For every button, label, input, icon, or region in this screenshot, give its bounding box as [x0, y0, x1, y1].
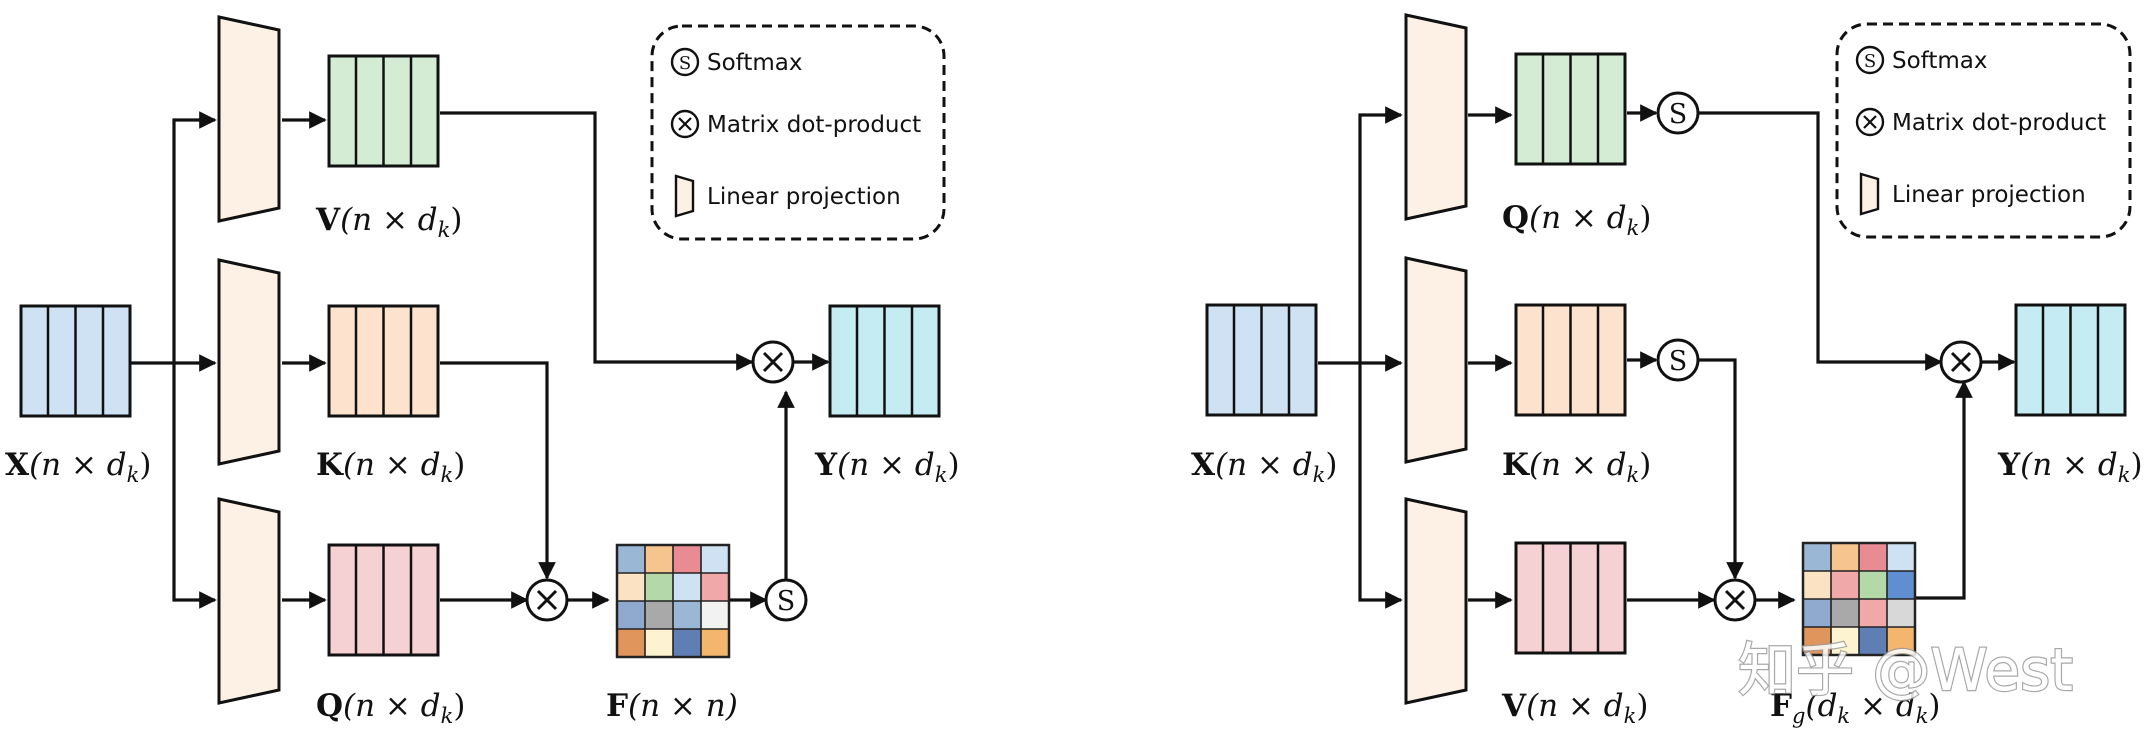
- left-input-x-label: X(n × dk): [5, 447, 152, 487]
- linear-projection-icon: [674, 174, 695, 218]
- svg-text:S: S: [1669, 99, 1688, 130]
- svg-text:Softmax: Softmax: [1892, 48, 1988, 74]
- left-linear-projection-mid: [217, 258, 281, 466]
- right-query-label: Q(n × dk): [1502, 200, 1651, 240]
- right-fg-label: Fg(dk × dk): [1770, 688, 1941, 728]
- right-output-y-matrix: [2014, 303, 2127, 417]
- left-legend: S Softmax Matrix dot-product Linear proj…: [650, 24, 946, 241]
- left-query-matrix: [327, 543, 440, 657]
- svg-text:S: S: [777, 586, 796, 617]
- right-softmax-node-k: S: [1656, 338, 1700, 382]
- softmax-icon: [670, 47, 700, 77]
- left-dot-product-lower: [525, 578, 569, 622]
- left-output-y-matrix: [828, 304, 941, 418]
- svg-text:Matrix dot-product: Matrix dot-product: [1892, 110, 2106, 136]
- left-value-matrix: [327, 54, 440, 168]
- svg-text:S: S: [1669, 346, 1688, 377]
- left-dot-product-upper: [751, 340, 795, 384]
- right-linear-projection-top: [1404, 13, 1468, 221]
- right-dot-product-lower: [1713, 578, 1757, 622]
- softmax-icon: [1855, 45, 1885, 75]
- watermark: 知乎 @West: [1738, 636, 2073, 704]
- right-connections: [1318, 104, 2016, 609]
- left-key-matrix: [327, 304, 440, 418]
- svg-text:Linear projection: Linear projection: [707, 184, 901, 210]
- right-linear-projection-mid: [1404, 256, 1468, 464]
- right-input-x-label: X(n × dk): [1191, 447, 1338, 487]
- right-input-x-matrix: [1205, 303, 1318, 417]
- left-linear-projection-top: [217, 15, 281, 223]
- left-softmax-node: S: [764, 578, 808, 622]
- svg-text:Matrix dot-product: Matrix dot-product: [707, 112, 921, 138]
- right-query-matrix: [1514, 52, 1627, 166]
- linear-projection-icon: [1859, 172, 1880, 216]
- right-dot-product-upper: [1939, 340, 1983, 384]
- left-input-x-matrix: [19, 304, 132, 418]
- right-output-y-label: Y(n × dk): [1997, 447, 2143, 487]
- right-value-label: V(n × dk): [1501, 688, 1649, 728]
- left-query-label: Q(n × dk): [316, 688, 465, 728]
- svg-text:Linear projection: Linear projection: [1892, 182, 2086, 208]
- right-legend: S Softmax Matrix dot-product Linear proj…: [1835, 22, 2132, 239]
- left-diagram: X(n × dk) V(n × dk) K(n × dk) Q(n × dk) …: [5, 15, 960, 728]
- left-f-label: F(n × n): [606, 688, 738, 724]
- svg-text:S: S: [679, 53, 691, 74]
- left-value-label: V(n × dk): [315, 202, 463, 242]
- right-value-matrix: [1514, 541, 1627, 655]
- left-key-label: K(n × dk): [316, 447, 465, 487]
- left-connections: [131, 111, 830, 609]
- right-diagram: X(n × dk) Q(n × dk) K(n × dk) V(n × dk) …: [1191, 13, 2143, 728]
- right-context-map-fg: [1801, 541, 1917, 657]
- right-linear-projection-bot: [1404, 497, 1468, 705]
- left-output-y-label: Y(n × dk): [814, 447, 960, 487]
- left-attention-map-f: [615, 543, 731, 659]
- right-key-matrix: [1514, 303, 1627, 417]
- left-linear-projection-bot: [217, 497, 281, 705]
- right-key-label: K(n × dk): [1502, 447, 1651, 487]
- svg-text:S: S: [1864, 51, 1876, 72]
- right-softmax-node-q: S: [1656, 91, 1700, 135]
- svg-text:Softmax: Softmax: [707, 50, 803, 76]
